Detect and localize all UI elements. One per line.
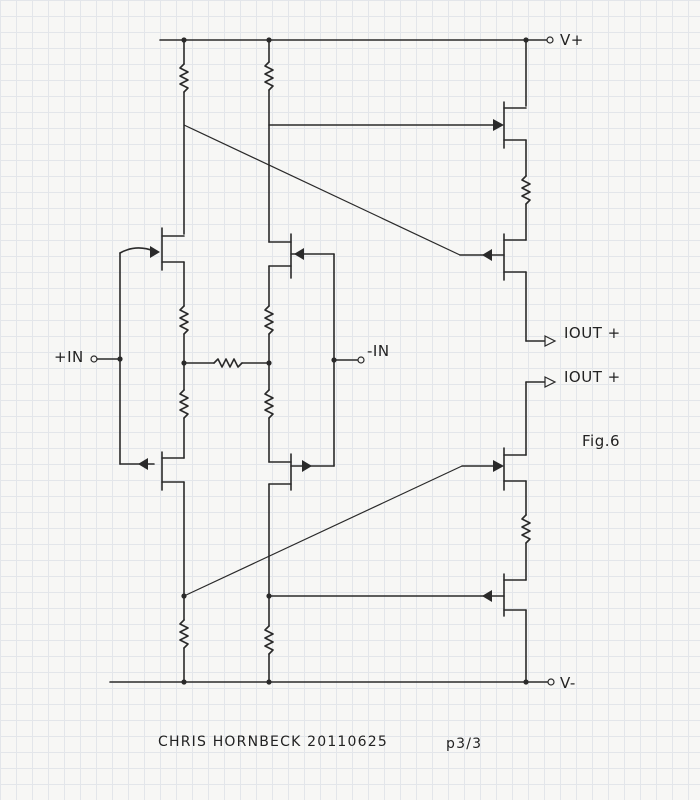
signature-text: CHRIS HORNBECK 20110625: [158, 734, 388, 750]
iout-lower-label: IOUT +: [564, 368, 621, 386]
vminus-label: V-: [560, 674, 576, 692]
junction-dots: [117, 37, 529, 685]
output-stage-upper: [183, 39, 557, 347]
page-number: p3/3: [446, 736, 482, 752]
iout-upper-label: IOUT +: [564, 324, 621, 342]
center-branch: [264, 39, 292, 683]
vplus-rail: [159, 36, 554, 44]
left-branch: [161, 39, 189, 683]
output-stage-lower: [183, 376, 557, 683]
vplus-label: V+: [560, 31, 584, 49]
figure-label: Fig.6: [582, 432, 620, 450]
minus-in-label: -IN: [367, 342, 390, 360]
plus-input-network: [90, 246, 160, 470]
bridge-resistor: [183, 358, 270, 368]
plus-in-label: +IN: [54, 348, 84, 366]
vminus-rail: [109, 678, 555, 686]
minus-input-network: [290, 248, 365, 472]
